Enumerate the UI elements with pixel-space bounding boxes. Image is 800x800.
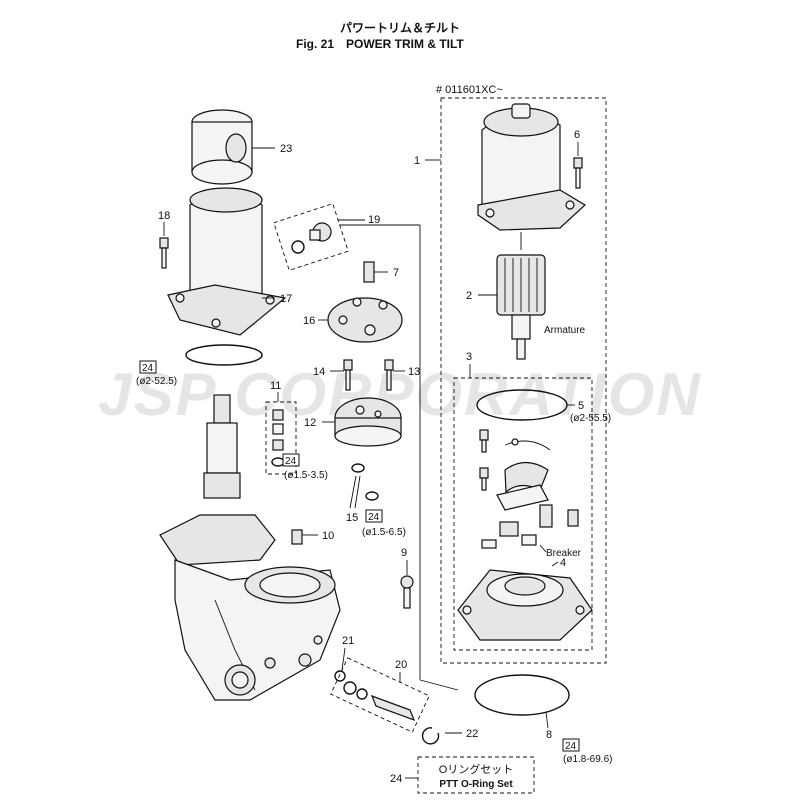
brush-holder-parts xyxy=(479,429,579,549)
screw-6 xyxy=(573,157,583,189)
part-label-6: 6 xyxy=(574,129,580,141)
size-2-55-5: (ø2-55.5) xyxy=(570,413,611,424)
ref-24-c: 24 xyxy=(565,741,577,752)
part-label-21: 21 xyxy=(342,635,354,647)
part-label-14: 14 xyxy=(313,366,325,378)
cylinder-upper-17 xyxy=(167,187,287,336)
valve-box-20 xyxy=(330,657,430,733)
part-label-18: 18 xyxy=(158,210,170,222)
size-1-5-6-5: (ø1.5-6.5) xyxy=(362,527,406,538)
ref-24-b: 24 xyxy=(285,456,297,467)
title-japanese: パワートリム＆チルト xyxy=(340,21,460,35)
part-label-9: 9 xyxy=(401,547,407,559)
oring-set-jp: Oリングセット xyxy=(439,762,514,776)
motor-housing xyxy=(477,103,586,231)
valve-box-11 xyxy=(265,401,297,475)
part-label-16: 16 xyxy=(303,315,315,327)
pump-cover-16 xyxy=(327,297,403,343)
part-label-4: 4 xyxy=(560,557,566,569)
part-label-5: 5 xyxy=(578,400,584,412)
manual-valve-20 xyxy=(343,681,416,722)
size-1-8-69-6: (ø1.8-69.6) xyxy=(563,754,612,765)
title-english: POWER TRIM & TILT xyxy=(346,37,464,51)
part-label-3: 3 xyxy=(466,351,472,363)
part-label-10: 10 xyxy=(322,530,334,542)
part-label-2: 2 xyxy=(466,290,472,302)
ref-24-a: 24 xyxy=(142,363,154,374)
size-1-5-3-5: (ø1.5-3.5) xyxy=(284,470,328,481)
circlip-22 xyxy=(421,727,440,745)
part-label-12: 12 xyxy=(304,417,316,429)
part-label-7: 7 xyxy=(393,267,399,279)
part-label-8: 8 xyxy=(546,729,552,741)
motor-base-4 xyxy=(457,569,593,641)
part-label-22: 22 xyxy=(466,728,478,740)
part-label-17: 17 xyxy=(280,293,292,305)
part-label-24: 24 xyxy=(390,773,402,785)
o-ring-21 xyxy=(334,670,346,682)
o-ring-15b xyxy=(365,491,379,501)
fitting-10 xyxy=(291,529,303,545)
part-label-15: 15 xyxy=(346,512,358,524)
screw-13 xyxy=(384,359,394,391)
ref-box-24-c xyxy=(562,738,580,752)
o-ring-8 xyxy=(474,674,570,716)
brush-holder-frame xyxy=(453,377,593,651)
breaker-label: Breaker xyxy=(546,548,582,559)
tilt-cylinder-body xyxy=(159,514,341,701)
serial-note: # 011601XC~ xyxy=(436,84,503,96)
figure-label: Fig. 21 xyxy=(296,37,334,51)
part-label-13: 13 xyxy=(408,366,420,378)
o-ring-15a xyxy=(351,463,365,473)
part-label-23: 23 xyxy=(280,143,292,155)
valve-19 xyxy=(291,222,332,254)
oring-set-box xyxy=(417,756,535,794)
ref-box-24-d xyxy=(365,509,383,523)
screw-9 xyxy=(400,575,414,609)
motor-assembly-frame xyxy=(440,97,607,664)
shaft-7 xyxy=(363,261,375,283)
armature xyxy=(496,232,546,360)
valve-box-19 xyxy=(273,203,349,271)
check-valve-11 xyxy=(271,409,285,467)
armature-label: Armature xyxy=(544,325,586,336)
piston-rod xyxy=(203,394,241,499)
oring-set-en: PTT O-Ring Set xyxy=(439,779,513,790)
ref-box-24-a xyxy=(139,360,157,374)
size-2-52-5: (ø2-52.5) xyxy=(136,376,177,387)
o-ring-left xyxy=(185,344,263,366)
part-label-20: 20 xyxy=(395,659,407,671)
part-label-19: 19 xyxy=(368,214,380,226)
screw-18 xyxy=(159,237,169,269)
ref-box-24-b xyxy=(282,453,300,467)
ref-24-d: 24 xyxy=(368,512,380,523)
screw-14 xyxy=(343,359,353,391)
pump-body-12 xyxy=(334,397,402,447)
part-label-11: 11 xyxy=(270,380,281,392)
cylinder-cap-23 xyxy=(191,109,253,185)
part-label-1: 1 xyxy=(414,155,420,167)
